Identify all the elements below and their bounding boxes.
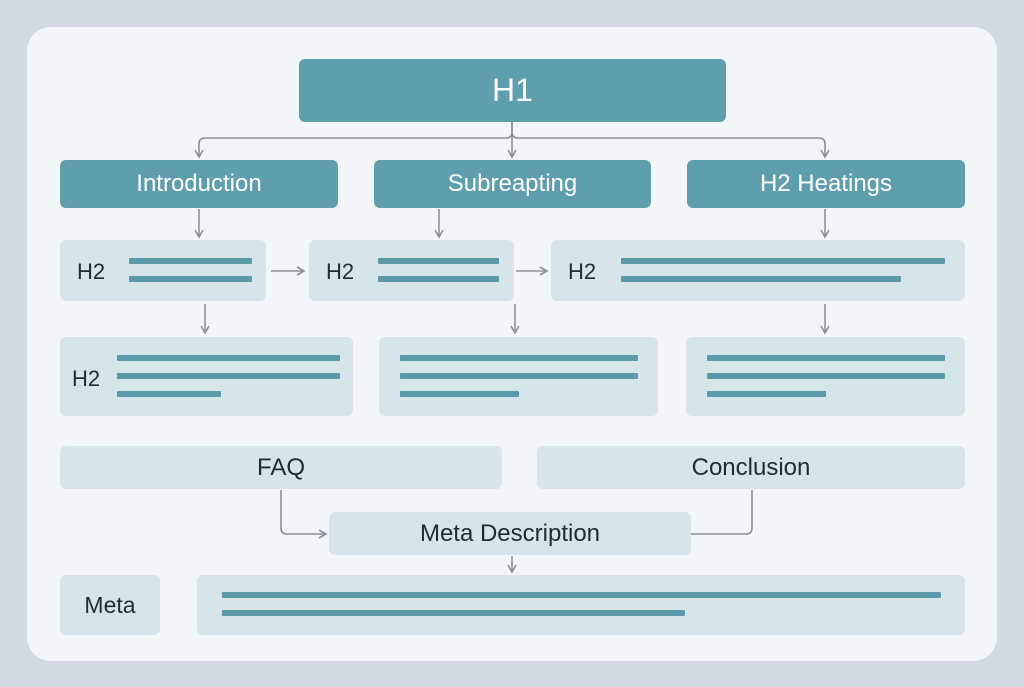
detail-box-2-line-3 xyxy=(400,391,519,397)
detail-box-2 xyxy=(379,337,658,416)
meta-content-line-1 xyxy=(222,592,941,598)
meta-box: Meta xyxy=(60,575,160,635)
h2-box-2-line-1 xyxy=(378,258,499,264)
h2-box-1-line-2 xyxy=(129,276,252,282)
detail-box-3-line-1 xyxy=(707,355,945,361)
faq-box: FAQ xyxy=(60,446,502,489)
h2-box-2-line-2 xyxy=(378,276,499,282)
h2-box-3-line-2 xyxy=(621,276,901,282)
h2-box-1: H2 xyxy=(60,240,266,301)
detail-box-2-line-1 xyxy=(400,355,638,361)
meta-label: Meta xyxy=(84,591,136,618)
detail-box-1-line-1 xyxy=(117,355,340,361)
detail-box-3-line-2 xyxy=(707,373,945,379)
h1-box: H1 xyxy=(299,59,726,122)
meta-content-box xyxy=(197,575,965,635)
h2-box-1-label: H2 xyxy=(77,259,106,284)
h2-box-3-label: H2 xyxy=(568,259,597,284)
detail-box-1-label: H2 xyxy=(72,366,101,391)
h2-box-1-line-1 xyxy=(129,258,252,264)
h2-heatings-label: H2 Heatings xyxy=(759,170,893,197)
h2-box-2: H2 xyxy=(309,240,514,301)
meta-content-line-2 xyxy=(222,610,685,616)
conclusion-label: Conclusion xyxy=(691,453,811,481)
h2-heatings-box: H2 Heatings xyxy=(687,160,965,208)
detail-box-2-line-2 xyxy=(400,373,638,379)
faq-label: FAQ xyxy=(256,453,305,481)
detail-box-3-line-3 xyxy=(707,391,826,397)
h2-box-3: H2 xyxy=(551,240,965,301)
subreapting-box: Subreapting xyxy=(374,160,651,208)
conclusion-box: Conclusion xyxy=(537,446,965,489)
detail-box-1-line-3 xyxy=(117,391,221,397)
subreapting-label: Subreapting xyxy=(447,170,578,197)
detail-box-1: H2 xyxy=(60,337,353,416)
h2-box-2-label: H2 xyxy=(326,259,355,284)
meta-description-label: Meta Description xyxy=(419,519,601,547)
introduction-label: Introduction xyxy=(136,170,262,197)
detail-box-3 xyxy=(686,337,965,416)
detail-box-1-line-2 xyxy=(117,373,340,379)
meta-description-box: Meta Description xyxy=(329,512,691,555)
introduction-box: Introduction xyxy=(60,160,338,208)
h1-label: H1 xyxy=(492,72,533,108)
h2-box-3-line-1 xyxy=(621,258,945,264)
